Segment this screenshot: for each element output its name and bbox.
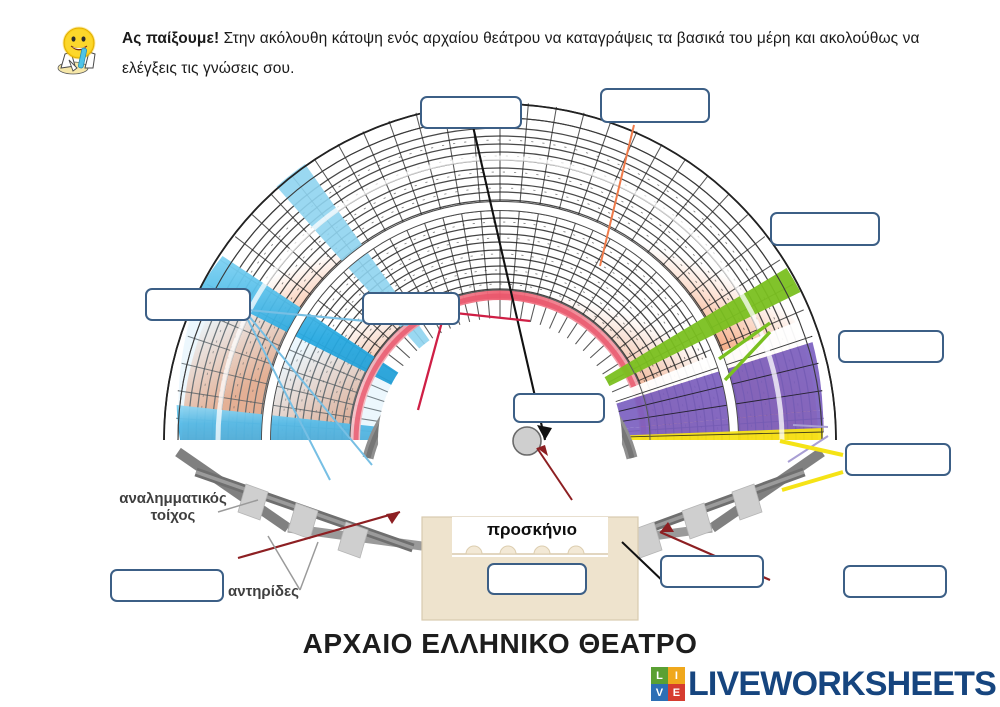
label-analimmatikos-toichos: αναλημματικός τοίχος xyxy=(119,490,227,524)
smiley-writing-icon xyxy=(55,24,103,76)
instruction-header: Ας παίξουμε! Στην ακόλουθη κάτοψη ενός α… xyxy=(0,0,1000,86)
skene-columns xyxy=(465,545,585,555)
answer-skene[interactable] xyxy=(660,555,764,588)
connector-orchestra xyxy=(470,121,547,441)
liveworksheets-wordmark: LIVEWORKSHEETS xyxy=(687,664,997,703)
skene-building xyxy=(421,516,639,621)
answer-bottom-right[interactable] xyxy=(843,565,947,598)
answer-left-outer[interactable] xyxy=(145,288,251,321)
thymele-altar xyxy=(512,426,542,456)
answer-right-upper[interactable] xyxy=(770,212,880,246)
answer-top-center[interactable] xyxy=(420,96,522,129)
logo-tile-l: L xyxy=(650,667,668,684)
answer-orchestra[interactable] xyxy=(513,393,605,423)
buttresses-right xyxy=(631,483,763,559)
answer-bottom-center[interactable] xyxy=(487,563,587,595)
label-antirides: αντηρίδες xyxy=(228,583,299,600)
liveworksheets-tiles: L I V E xyxy=(650,667,685,701)
figure-title: ΑΡΧΑΙΟ ΕΛΛΗΝΙΚΟ ΘΕΑΤΡΟ xyxy=(302,628,698,659)
answer-right-lower[interactable] xyxy=(845,443,951,476)
logo-tile-e: E xyxy=(667,684,685,701)
answer-left-inner[interactable] xyxy=(362,292,460,325)
instruction-text: Ας παίξουμε! Στην ακόλουθη κάτοψη ενός α… xyxy=(122,24,970,84)
instruction-body: Στην ακόλουθη κάτοψη ενός αρχαίου θεάτρο… xyxy=(122,30,920,77)
connector-yellow xyxy=(779,439,844,492)
logo-tile-i: I xyxy=(667,667,685,684)
logo-tile-v: V xyxy=(650,684,668,701)
answer-right-middle[interactable] xyxy=(838,330,944,363)
instruction-lead: Ας παίξουμε! xyxy=(122,30,220,47)
connector-koilon xyxy=(416,311,531,411)
connector-parodos-left xyxy=(237,510,401,560)
orchestra-floor xyxy=(378,318,622,562)
connector-green xyxy=(718,321,772,382)
connector-epitheatron xyxy=(599,124,635,267)
label-proskinio: προσκήνιο xyxy=(487,520,577,539)
leader-lines xyxy=(217,499,319,591)
answer-top-right[interactable] xyxy=(600,88,710,123)
liveworksheets-logo: L I V E LIVEWORKSHEETS xyxy=(650,664,997,704)
connector-thymele xyxy=(536,447,573,501)
answer-bottom-left[interactable] xyxy=(110,569,224,602)
buttresses-left xyxy=(237,483,369,559)
theatre-diagram: αναλημματικός τοίχος αντηρίδες προσκήνιο xyxy=(0,80,1000,640)
